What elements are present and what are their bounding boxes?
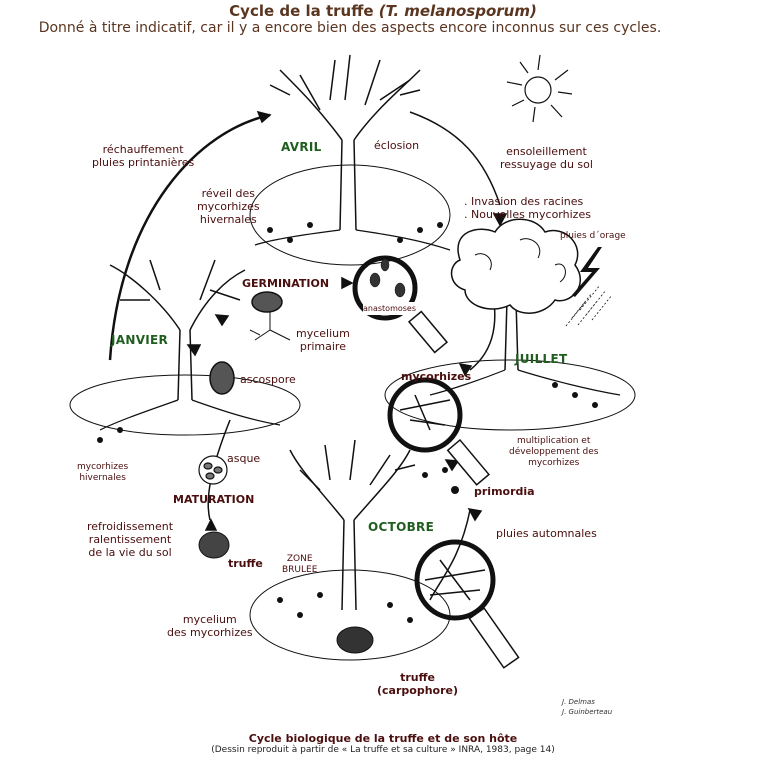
label-line: de la vie du sol [88, 546, 172, 559]
label-line: (carpophore) [377, 684, 459, 697]
arrow-icon [458, 363, 473, 377]
rain-icon [565, 284, 613, 327]
cycle-arc-top-left [108, 113, 271, 361]
arrow-icon [467, 508, 483, 522]
label-line: primaire [299, 340, 346, 353]
truffe-icon [198, 531, 230, 559]
month-juillet: JUILLET [515, 352, 568, 366]
label-line: réveil des [201, 187, 256, 200]
month-janvier: JANVIER [111, 333, 169, 347]
label-line: ensoleillement [506, 145, 587, 158]
label-line: truffe [400, 671, 435, 684]
label-line: BRULEE [282, 565, 318, 575]
label-mycelium-mycorhizes: mycelium des mycorhizes [167, 613, 253, 639]
label-invasion: . Invasion des racines . Nouvelles mycor… [464, 195, 591, 221]
tree-avril [249, 54, 451, 266]
label-line: mycorhizes [528, 458, 580, 468]
label-truffe: truffe [228, 557, 263, 570]
artist-signature: J. Delmas J. Guinberteau [562, 697, 612, 717]
signature-line: J. Guinberteau [562, 708, 613, 716]
label-line: mycelium [182, 613, 237, 626]
magnifier-anastomoses [352, 255, 449, 354]
label-pluies-automnales: pluies automnales [496, 527, 597, 540]
title-species: (T. melanosporum) [378, 2, 537, 20]
arrow-icon [214, 314, 230, 327]
ascospore-icon [209, 361, 235, 395]
label-line: mycelium [296, 327, 350, 340]
label-mycorhizes-hivernales: mycorhizes hivernales [77, 462, 128, 484]
label-line: pluies printanières [92, 156, 195, 169]
germinating-spore-icon [251, 291, 283, 313]
label-line: développement des [509, 447, 599, 457]
label-refroidissement: refroidissement ralentissement de la vie… [87, 520, 173, 559]
figure-caption-title: Cycle biologique de la truffe et de son … [248, 732, 518, 745]
magnifier-truffe [414, 539, 520, 669]
tree-octobre [249, 439, 451, 661]
label-line: réchauffement [102, 143, 184, 156]
label-rechauffement: réchauffement pluies printanières [92, 143, 194, 169]
label-asque: asque [227, 452, 261, 465]
stage-maturation: MATURATION [173, 493, 255, 506]
month-avril: AVRIL [281, 140, 322, 154]
asque-icon [198, 455, 228, 485]
page-title: Cycle de la truffe (T. melanosporum) [0, 2, 766, 20]
truffe-carpophore-icon [336, 626, 374, 654]
arrow-icon [444, 459, 460, 472]
sun-icon [506, 54, 573, 123]
foliage-marks [97, 222, 598, 623]
mycelium-primaire-icon [249, 312, 291, 341]
title-text: Cycle de la truffe [229, 2, 374, 20]
magnifier-mycorhizes [387, 377, 490, 486]
arrow-icon [341, 276, 354, 290]
label-zone-brulee: ZONE BRULEE [282, 554, 317, 576]
page-subtitle: Donné à titre indicatif, car il y a enco… [38, 20, 662, 36]
primordia-icon [422, 467, 459, 494]
arrow-icon [256, 110, 272, 124]
label-line: . Invasion des racines [464, 195, 584, 208]
label-line: des mycorhizes [167, 626, 253, 639]
cycle-arc-bottom-right [429, 509, 471, 601]
label-multiplication: multiplication et développement des myco… [509, 436, 598, 469]
arrow-icon [492, 213, 508, 227]
label-line: mycorhizes [77, 462, 129, 472]
month-octobre: OCTOBRE [368, 520, 435, 534]
label-mycelium-primaire: mycelium primaire [296, 327, 350, 353]
label-line: . Nouvelles mycorhizes [464, 208, 591, 221]
label-ensoleillement: ensoleillement ressuyage du sol [500, 145, 593, 171]
label-ascospore: ascospore [240, 373, 296, 386]
cycle-arc-top-right [409, 111, 501, 206]
stage-germination: GERMINATION [242, 277, 330, 290]
label-line: multiplication et [517, 436, 591, 446]
label-mycorhizes: mycorhizes [401, 370, 472, 383]
label-line: refroidissement [87, 520, 174, 533]
label-eclosion: éclosion [374, 139, 420, 152]
figure-caption-source: (Dessin reproduit à partir de « La truff… [211, 745, 555, 755]
label-line: ZONE [286, 554, 313, 564]
label-truffe-carpophore: truffe (carpophore) [377, 671, 458, 697]
label-line: ralentissement [88, 533, 172, 546]
label-primordia: primordia [474, 485, 535, 498]
tree-juillet [384, 218, 636, 431]
lightning-icon [572, 247, 602, 297]
label-anastomoses: anastomoses [363, 302, 417, 315]
label-line: ressuyage du sol [500, 158, 593, 171]
arrow-icon [204, 518, 218, 531]
tree-janvier [69, 259, 301, 436]
label-line: mycorhizes [197, 200, 260, 213]
label-line: hivernales [199, 213, 257, 226]
label-reveil-mycorhizes: réveil des mycorhizes hivernales [197, 187, 260, 226]
signature-line: J. Delmas [562, 698, 595, 706]
label-line: hivernales [79, 473, 126, 483]
label-pluies-orage: pluies d´orage [560, 231, 626, 241]
